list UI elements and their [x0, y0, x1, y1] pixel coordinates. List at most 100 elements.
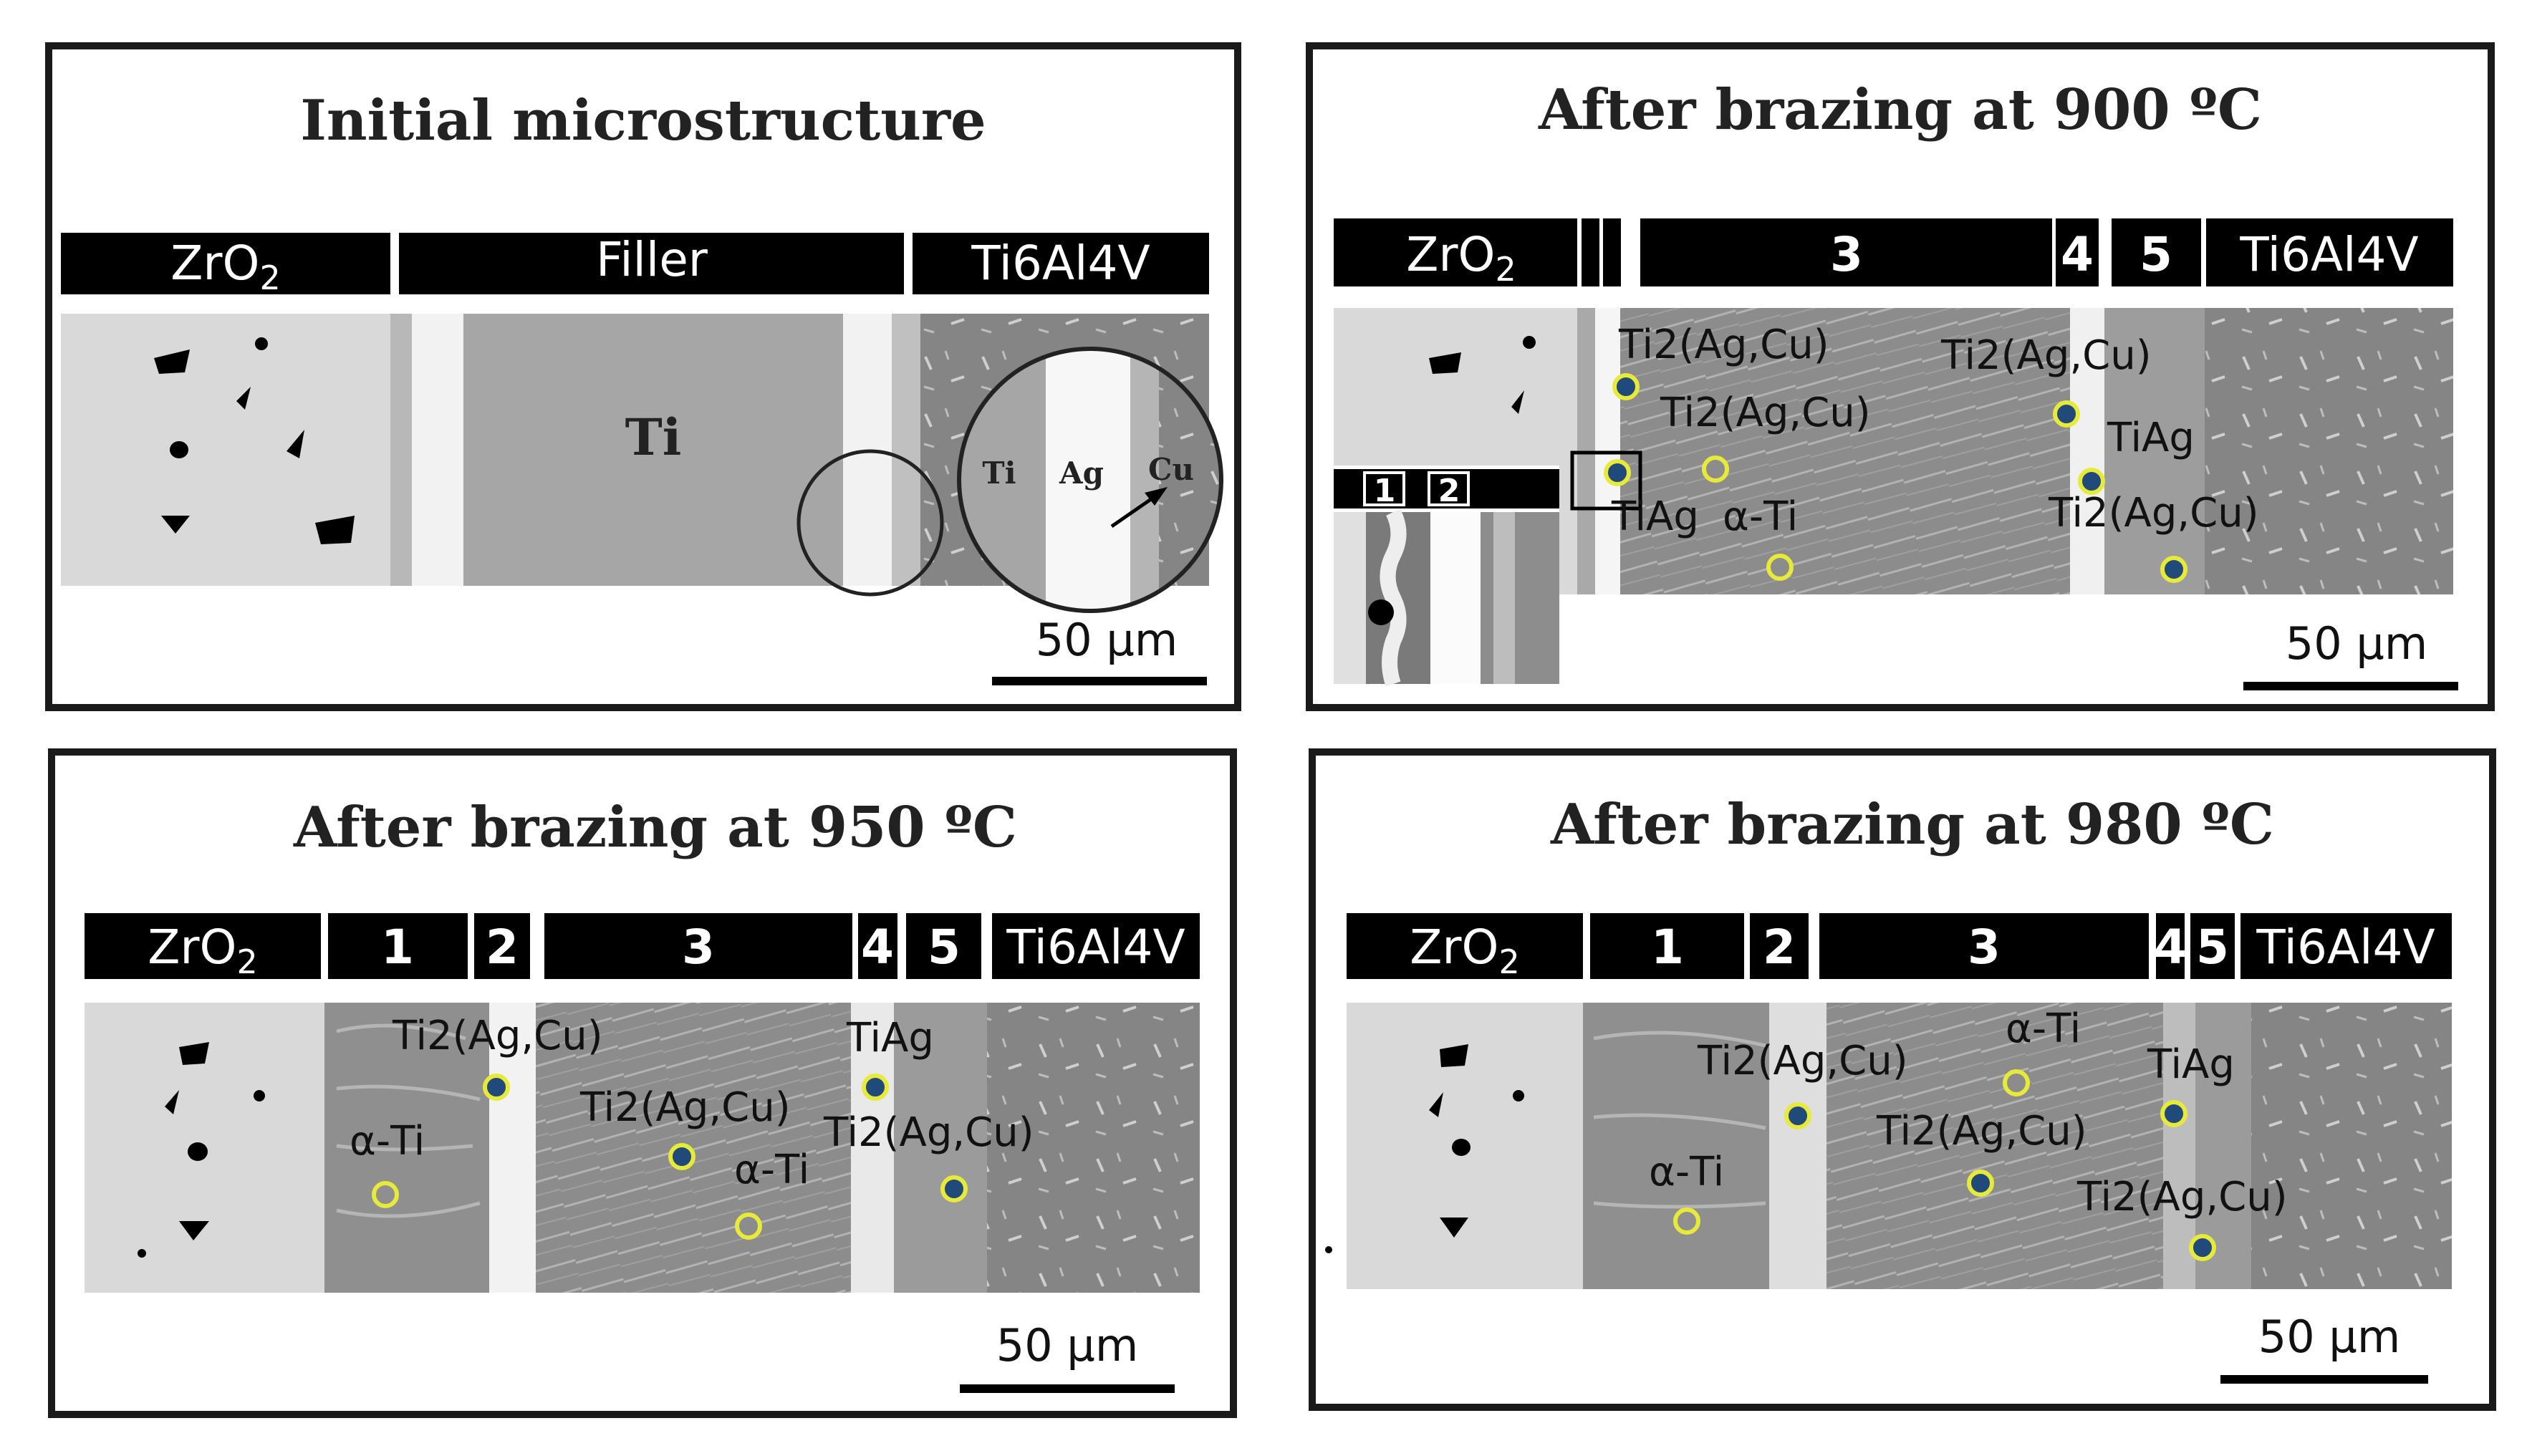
phase-label: α-Ti [1649, 1149, 1724, 1195]
phase-label: Ti2(Ag,Cu) [392, 1013, 603, 1059]
bar-label-1: 1 [381, 920, 414, 975]
bar-label-4: 4 [2154, 920, 2187, 975]
scale-bar [960, 1384, 1175, 1393]
bar-segment-ti6al4v [2240, 913, 2452, 979]
ti6al4v-region [987, 1003, 1200, 1293]
filler-region [463, 314, 843, 586]
bar-segment-zro2 [1347, 913, 1583, 979]
phase-label: TiAg [846, 1015, 934, 1061]
zone-3 [1826, 1003, 2163, 1289]
panel-title: After brazing at 950 ºC [293, 795, 1017, 860]
bar-segment-4 [2156, 913, 2185, 979]
zoom-source-circle [796, 449, 944, 597]
circle-label-ti: Ti [982, 455, 1016, 491]
zone-4 [851, 1003, 894, 1293]
bar-segment-4 [858, 913, 897, 979]
phase-label: Ti2(Ag,Cu) [823, 1109, 1034, 1156]
scale-bar [2243, 682, 2458, 690]
bar-label-2: 2 [486, 920, 519, 975]
bar-segment-zro2 [85, 913, 321, 979]
bar-segment-3 [544, 913, 852, 979]
phase-label: Ti2(Ag,Cu) [579, 1084, 791, 1131]
panel-initial: Initial microstructure ZrO2 Filler Ti6Al… [45, 42, 1241, 711]
bar-segment-zro2 [61, 233, 390, 294]
phase-label: TiAg [2107, 415, 2195, 461]
bar-label-3: 3 [1968, 920, 2001, 975]
zone-2 [1769, 1003, 1826, 1289]
phase-label: α-Ti [734, 1147, 809, 1193]
zone-5 [2104, 308, 2205, 594]
phase-label: TiAg [1611, 493, 1699, 540]
phase-label: α-Ti [1723, 493, 1798, 540]
bar-label-ti6al4v: Ti6Al4V [1006, 920, 1185, 975]
phase-markers [1604, 373, 2187, 583]
phase-label: α-Ti [350, 1118, 425, 1165]
phase-label: Ti2(Ag,Cu) [1660, 390, 1871, 436]
bar-segment-filler [399, 233, 904, 294]
bar-segment-1 [1590, 913, 1744, 979]
bar-label-ti6al4v: Ti6Al4V [2256, 920, 2435, 975]
scale-bar [992, 677, 1207, 685]
bar-segment-zro2 [1334, 218, 1577, 286]
phase-label: Ti2(Ag,Cu) [1618, 322, 1829, 368]
zone-2 [489, 1003, 536, 1293]
bar-segment-2 [1750, 913, 1809, 979]
bar-label-3: 3 [682, 920, 715, 975]
bar-label-3: 3 [1830, 227, 1863, 282]
inset-label-1: 1 [1374, 473, 1396, 509]
bar-label-5: 5 [2139, 227, 2172, 282]
panel-900: After brazing at 900 ºC ZrO2 3 4 5 Ti6Al… [1306, 42, 2495, 711]
scale-label: 50 μm [2258, 1311, 2400, 1363]
phase-label: Ti2(Ag,Cu) [1940, 332, 2152, 379]
phase-label: Ti2(Ag,Cu) [2076, 1174, 2288, 1220]
cu-layer [892, 314, 920, 586]
phase-label: α-Ti [2006, 1006, 2081, 1052]
zone-3 [1620, 308, 2070, 594]
circle-label-ag: Ag [1059, 455, 1104, 491]
panel-950: After brazing at 950 ºC ZrO2 1 2 3 4 5 T… [48, 748, 1237, 1418]
pores [154, 337, 355, 544]
panel-980: After brazing at 980 ºC ZrO2 1 2 3 4 5 T… [1309, 748, 2496, 1411]
bar-segment-5 [2112, 218, 2201, 286]
bar-label-filler: Filler [596, 232, 708, 287]
zone-1 [1583, 1003, 1769, 1289]
bar-segment-ti6al4v [913, 233, 1209, 294]
scale-label: 50 μm [1036, 614, 1178, 666]
bar-label-1: 1 [1651, 920, 1684, 975]
filler-ti-label: Ti [625, 408, 682, 467]
panel-title: Initial microstructure [300, 88, 986, 153]
scale-label: 50 μm [996, 1319, 1138, 1371]
phase-label: Ti2(Ag,Cu) [2048, 490, 2259, 536]
bar-segment-4 [2056, 218, 2099, 286]
bar-label-4: 4 [861, 920, 894, 975]
bar-segment-ti6al4v [992, 913, 1200, 979]
zone-3 [536, 1003, 851, 1293]
bar-label-5: 5 [2196, 920, 2229, 975]
zone-4 [2163, 1003, 2195, 1289]
phase-markers [372, 1074, 968, 1240]
ti6al4v-region [2205, 308, 2453, 594]
interlayer-light [412, 314, 463, 586]
scale-bar [2220, 1375, 2428, 1384]
inset-label-2: 2 [1438, 473, 1460, 509]
bar-label-ti6al4v: Ti6Al4V [2239, 227, 2418, 282]
bar-segment-5 [2190, 913, 2235, 979]
phase-label: Ti2(Ag,Cu) [1697, 1038, 1908, 1084]
panel-title: After brazing at 980 ºC [1550, 792, 2274, 857]
bar-segment-2 [474, 913, 530, 979]
zone-4 [2070, 308, 2104, 594]
bar-segment-5 [906, 913, 981, 979]
scale-label: 50 μm [2286, 617, 2427, 670]
bar-label-4: 4 [2061, 227, 2094, 282]
bar-label-5: 5 [928, 920, 961, 975]
bar-segment-ti6al4v [2206, 218, 2453, 286]
bar-segment-3 [1640, 218, 2052, 286]
zoom-circle: Ti Ag Cu [957, 347, 1223, 613]
interlayer [390, 314, 412, 586]
bar-label-2: 2 [1763, 920, 1796, 975]
phase-markers [1673, 1069, 2216, 1261]
panel-title: After brazing at 900 ºC [1538, 77, 2262, 143]
phase-label: TiAg [2147, 1041, 2235, 1088]
